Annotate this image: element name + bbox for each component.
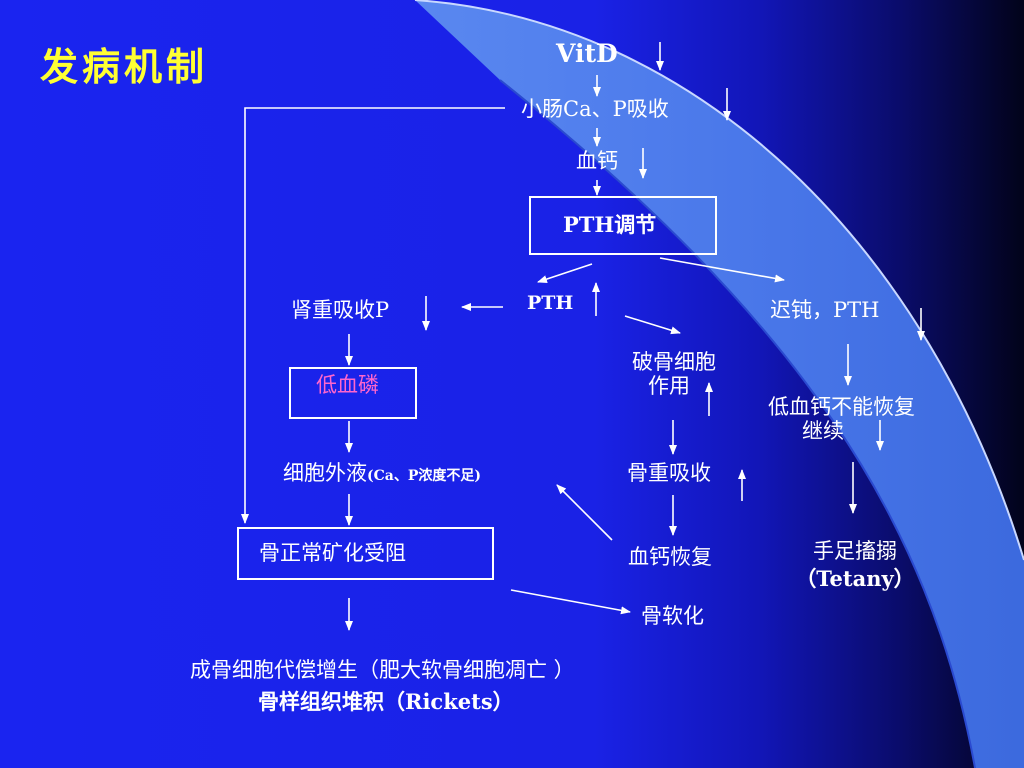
node-ecf-label: 细胞外液 [283, 461, 367, 485]
node-vitd: VitD [556, 39, 618, 68]
node-mineralization-blocked: 骨正常矿化受阻 [259, 541, 406, 565]
node-osteoclast: 破骨细胞 作用 [610, 350, 738, 398]
node-extracellular-fluid: 细胞外液(Ca、P浓度不足) [283, 461, 481, 485]
node-osteoclast-line1: 破骨细胞 [632, 350, 716, 374]
node-hypophosphatemia: 低血磷 [316, 373, 379, 397]
node-low-calcium-line2: 继续 [802, 419, 844, 444]
node-calcium-restored: 血钙恢复 [628, 545, 712, 569]
node-pth: PTH [527, 292, 574, 314]
pth-regulation-box [529, 196, 717, 255]
node-rickets: 骨样组织堆积（Rickets） [258, 689, 514, 714]
node-osteoclast-line2: 作用 [648, 374, 690, 399]
node-low-calcium: 低血钙不能恢复 继续 [768, 395, 915, 443]
node-ecf-note: (Ca、P浓度不足) [367, 468, 481, 484]
node-tetany-line1: 手足搐搦 [813, 539, 897, 563]
node-blood-calcium: 血钙 [576, 149, 618, 173]
node-bone-resorption: 骨重吸收 [627, 461, 711, 485]
node-delayed-pth: 迟钝，PTH [770, 298, 880, 322]
node-tetany: 手足搐搦 （Tetany） [780, 539, 930, 591]
node-renal-reabsorption: 肾重吸收P [291, 298, 390, 322]
node-intestine-absorption: 小肠Ca、P吸收 [521, 97, 669, 121]
node-tetany-line2: （Tetany） [795, 566, 915, 592]
node-osteomalacia: 骨软化 [641, 604, 704, 628]
page-title: 发病机制 [40, 44, 209, 89]
node-low-calcium-line1: 低血钙不能恢复 [768, 395, 915, 419]
mineralization-blocked-box [237, 527, 494, 580]
node-osteoblast: 成骨细胞代偿增生（肥大软骨细胞凋亡 ） [190, 658, 575, 682]
node-pth-regulation: PTH调节 [563, 212, 657, 237]
